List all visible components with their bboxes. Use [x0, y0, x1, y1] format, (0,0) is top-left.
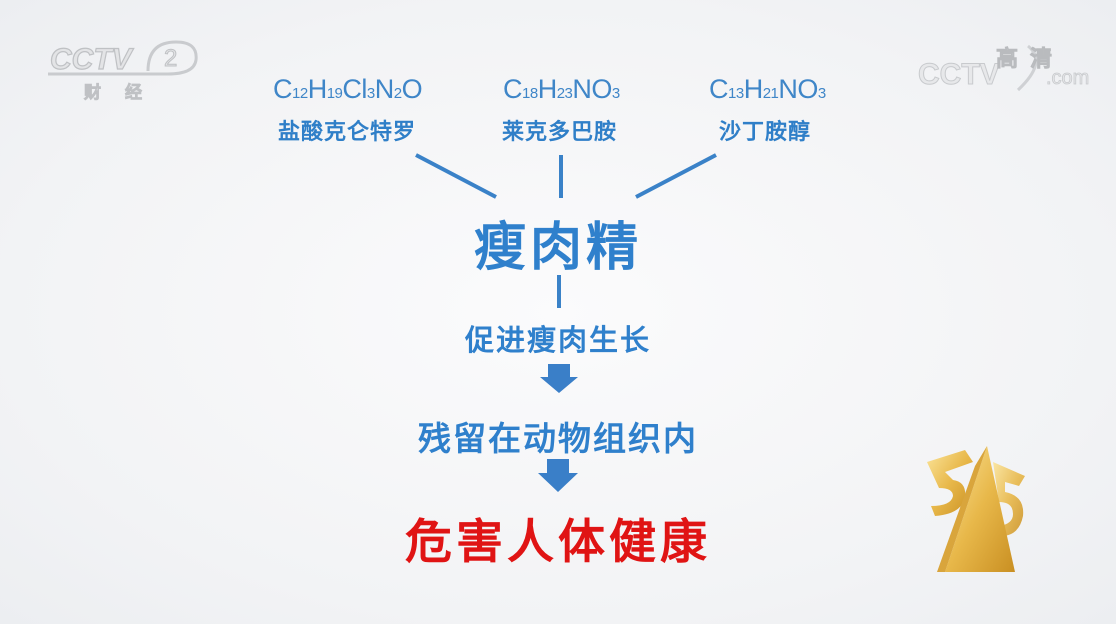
hd-label: 高清: [996, 46, 1064, 72]
drug-name-salbutamol: 沙丁胺醇: [719, 120, 812, 145]
formula-subscript: 23: [556, 85, 573, 102]
formula-subscript: 3: [366, 85, 375, 102]
formula-element: O: [401, 74, 423, 104]
connector-line-left: [415, 153, 497, 199]
com-text: .com: [1046, 67, 1089, 89]
formula-subscript: 19: [326, 85, 343, 102]
formula-element: H: [307, 74, 328, 104]
formula-subscript: 3: [611, 85, 620, 102]
channel-number: 2: [164, 45, 177, 72]
formula-element: Cl: [342, 74, 367, 104]
cctv-text: CCTV: [50, 43, 135, 76]
cctv2-logo: CCTV 2 财经: [48, 40, 198, 103]
formula-subscript: 13: [728, 85, 744, 102]
cctv-com-logo: CCTV .com 高清: [918, 44, 1090, 92]
connector-line-right: [635, 153, 717, 199]
drug-name-clenbuterol: 盐酸克仑特罗: [278, 120, 417, 145]
formula-element: NO: [778, 74, 818, 104]
formula-element: NO: [572, 74, 612, 104]
formula-subscript: 3: [817, 85, 826, 102]
trophy-35-icon: [927, 446, 1025, 572]
formula-salbutamol: C13H21NO3: [709, 74, 826, 105]
formula-element: N: [374, 74, 395, 104]
step-promote-growth: 促进瘦肉生长: [464, 323, 651, 357]
main-title: 瘦肉精: [473, 218, 642, 278]
formula-ractopamine: C18H23NO3: [503, 74, 620, 105]
formula-element: C: [273, 74, 293, 104]
formula-element: H: [537, 74, 558, 104]
cctv-text: CCTV: [918, 58, 1000, 91]
step-residue: 残留在动物组织内: [418, 419, 698, 458]
formula-element: H: [743, 74, 764, 104]
conclusion-harm: 危害人体健康: [405, 515, 711, 570]
drug-name-ractopamine: 莱克多巴胺: [502, 120, 618, 145]
channel-name: 财经: [83, 82, 166, 103]
formula-clenbuterol: C12H19Cl3N2O: [273, 74, 423, 105]
formula-subscript: 21: [762, 85, 779, 102]
formula-subscript: 18: [522, 85, 538, 102]
formula-subscript: 2: [393, 85, 402, 102]
formula-element: C: [503, 74, 523, 104]
formula-subscript: 12: [292, 85, 308, 102]
arrow-down-icon: [538, 459, 578, 492]
arrow-down-icon: [540, 364, 578, 393]
formula-element: C: [709, 74, 729, 104]
